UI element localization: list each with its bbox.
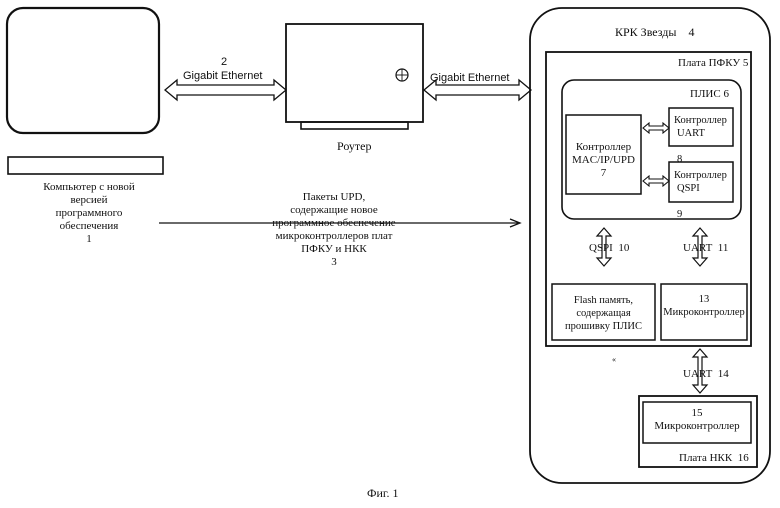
computer-monitor	[7, 8, 159, 133]
microcontroller-15-number: 15	[643, 407, 751, 420]
packets-label-line: программное обеспечение	[254, 217, 414, 230]
computer-number: 1	[14, 233, 164, 246]
uart-controller-number: 8	[677, 153, 727, 166]
flash-memory-label-line: содержащая	[552, 307, 655, 320]
nkk-board-title: Плата НКК 16	[679, 452, 749, 465]
mac-controller-label-line: MAC/IP/UPD	[566, 154, 641, 167]
qspi-link-number: 10	[618, 242, 629, 254]
flash-memory-label: Flash память, содержащая прошивку ПЛИС	[552, 294, 655, 333]
mac-controller-label-line: Контроллер	[566, 141, 641, 154]
uart-controller-label: Контроллер UART 8	[674, 114, 727, 166]
uart14-link-number: 14	[718, 368, 729, 380]
flash-memory-label-line: Flash память,	[552, 294, 655, 307]
pfku-board-label: Плата ПФКУ	[678, 57, 740, 69]
router-label: Роутер	[337, 140, 372, 153]
computer-label-line: программного	[14, 207, 164, 220]
krk-number: 4	[688, 25, 694, 39]
flash-memory-label-line: прошивку ПЛИС	[552, 320, 655, 333]
computer-label: Компьютер с новой версией программного о…	[14, 181, 164, 246]
packets-label-line: содержащие новое	[254, 204, 414, 217]
plis-label: ПЛИС	[690, 88, 721, 100]
figure-caption: Фиг. 1	[367, 487, 398, 500]
computer-label-line: Компьютер с новой	[14, 181, 164, 194]
packets-label-line: Пакеты UPD,	[254, 191, 414, 204]
uart11-link-number: 11	[718, 242, 729, 254]
router-stand	[301, 122, 408, 129]
microcontroller-13-label: 13 Микроконтроллер	[661, 293, 747, 319]
nkk-board-number: 16	[738, 452, 749, 464]
qspi-link-title: QSPI 10	[589, 242, 629, 255]
microcontroller-15-label: 15 Микроконтроллер	[643, 407, 751, 433]
qspi-controller-number: 9	[677, 208, 727, 221]
stray-mark: «	[612, 353, 616, 366]
link-router-krk-label: Gigabit Ethernet	[430, 72, 510, 85]
uart14-link-title: UART 14	[683, 368, 729, 381]
packets-label-line: ПФКУ и НКК	[254, 243, 414, 256]
link-pc-router-number: 2	[221, 56, 227, 69]
mac-qspi-arrow	[643, 176, 669, 186]
uart14-link-label: UART	[683, 368, 712, 380]
microcontroller-15-text: Микроконтроллер	[643, 420, 751, 433]
pfku-board-number: 5	[743, 57, 749, 69]
uart-controller-label-line: Контроллер	[674, 114, 727, 127]
ethernet-arrow-pc-router	[165, 80, 286, 100]
uart-controller-label-line: UART	[677, 127, 727, 140]
krk-label: КРК Звезды	[615, 25, 676, 39]
mac-uart-arrow	[643, 123, 669, 133]
packets-label: Пакеты UPD, содержащие новое программное…	[254, 191, 414, 269]
link-pc-router-label: Gigabit Ethernet	[183, 70, 263, 83]
computer-label-line: версией	[14, 194, 164, 207]
qspi-link-label: QSPI	[589, 242, 613, 254]
uart11-link-label: UART	[683, 242, 712, 254]
router-port-icon	[396, 69, 408, 81]
pfku-board-title: Плата ПФКУ 5	[678, 57, 748, 70]
qspi-controller-label-line: QSPI	[677, 182, 727, 195]
mac-controller-number: 7	[566, 167, 641, 180]
mac-controller-label: Контроллер MAC/IP/UPD 7	[566, 141, 641, 180]
uart11-link-title: UART 11	[683, 242, 728, 255]
qspi-controller-label-line: Контроллер	[674, 169, 727, 182]
plis-number: 6	[723, 88, 729, 100]
microcontroller-13-number: 13	[661, 293, 747, 306]
krk-title: КРК Звезды 4	[615, 26, 694, 39]
computer-label-line: обеспечения	[14, 220, 164, 233]
qspi-controller-label: Контроллер QSPI 9	[674, 169, 727, 221]
plis-title: ПЛИС 6	[690, 88, 729, 101]
nkk-board-label: Плата НКК	[679, 452, 732, 464]
microcontroller-13-text: Микроконтроллер	[661, 306, 747, 319]
packets-label-line: микроконтроллеров плат	[254, 230, 414, 243]
packets-number: 3	[254, 256, 414, 269]
computer-base	[8, 157, 163, 174]
